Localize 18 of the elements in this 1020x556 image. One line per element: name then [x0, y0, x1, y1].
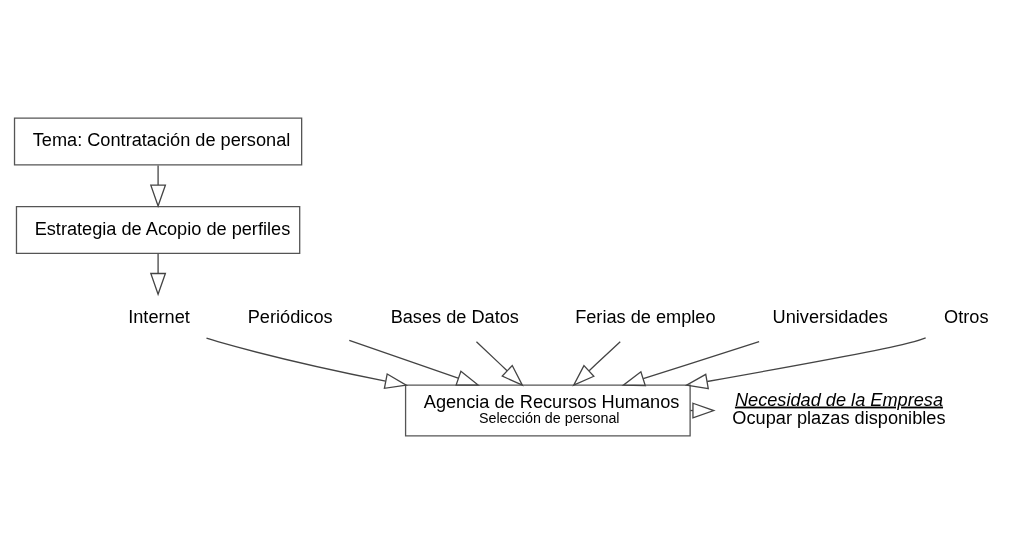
node-text: Necesidad de la Empresa Ocupar plazas disponibles	[731, 389, 945, 428]
arrow	[571, 341, 621, 387]
arrow	[620, 341, 760, 387]
node-box: Tema: Contratación de personal	[13, 117, 302, 166]
arrow	[475, 341, 524, 387]
arrow	[684, 337, 926, 390]
arrow	[348, 339, 480, 386]
node-text: Periódicos	[247, 307, 333, 328]
node-box: Agencia de Recursos Humanos Selección de personal	[404, 384, 691, 437]
node-text: Internet	[127, 307, 190, 328]
node-text: Universidades	[772, 307, 888, 328]
arrow	[149, 164, 166, 208]
arrow	[149, 253, 166, 297]
node-text: Otros	[943, 307, 989, 328]
node-text: Bases de Datos	[390, 307, 519, 328]
node-text: Ferias de empleo	[574, 307, 716, 328]
node-box: Estrategia de Acopio de perfiles	[15, 205, 300, 254]
arrow	[205, 337, 408, 390]
